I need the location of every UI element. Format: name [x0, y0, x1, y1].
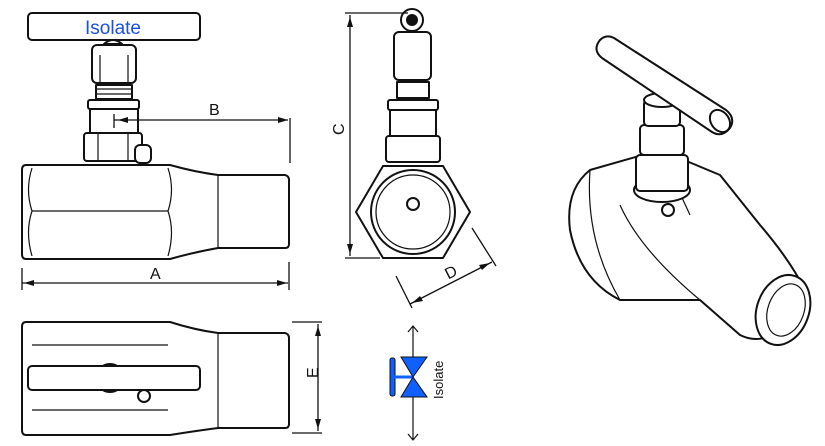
- dimension-e: E: [292, 321, 322, 434]
- top-view: [21, 321, 290, 436]
- symbol-label: Isolate: [431, 361, 446, 399]
- front-view: Isolate: [21, 12, 290, 260]
- gland-nut: [83, 132, 143, 162]
- dimension-b-label: B: [209, 102, 220, 119]
- lock-pin: [134, 144, 152, 164]
- dimension-c: C: [331, 12, 408, 259]
- dimension-a-label: A: [150, 266, 161, 283]
- isometric-view: [568, 35, 812, 346]
- dimension-e-label: E: [305, 367, 322, 378]
- stem-threads: [95, 84, 133, 100]
- dimension-b: B: [113, 102, 291, 163]
- bonnet-cap: [91, 44, 137, 84]
- side-view: [355, 8, 471, 259]
- valve-body: [21, 164, 290, 260]
- dimension-c-label: C: [331, 123, 348, 135]
- dimension-a: A: [21, 262, 290, 290]
- top-handle: [27, 365, 201, 391]
- isolate-valve-symbol: Isolate: [389, 325, 446, 441]
- handle-label: Isolate: [85, 18, 141, 39]
